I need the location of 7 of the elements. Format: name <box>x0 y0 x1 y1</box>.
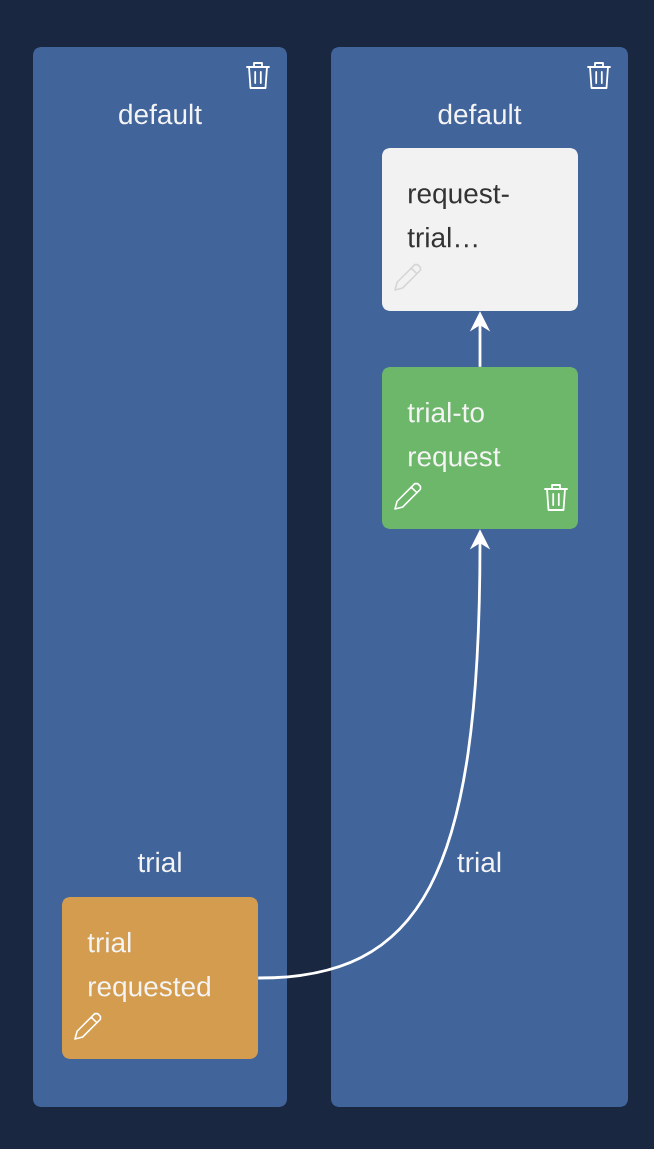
lane-heading: default <box>438 103 522 125</box>
row-label: trial <box>137 851 181 873</box>
row-label: trial <box>457 851 501 873</box>
lane-heading: default <box>119 103 202 125</box>
card: request- trial… <box>382 148 578 311</box>
card: trial requested <box>62 897 258 1059</box>
card: trial-to request <box>382 367 578 529</box>
